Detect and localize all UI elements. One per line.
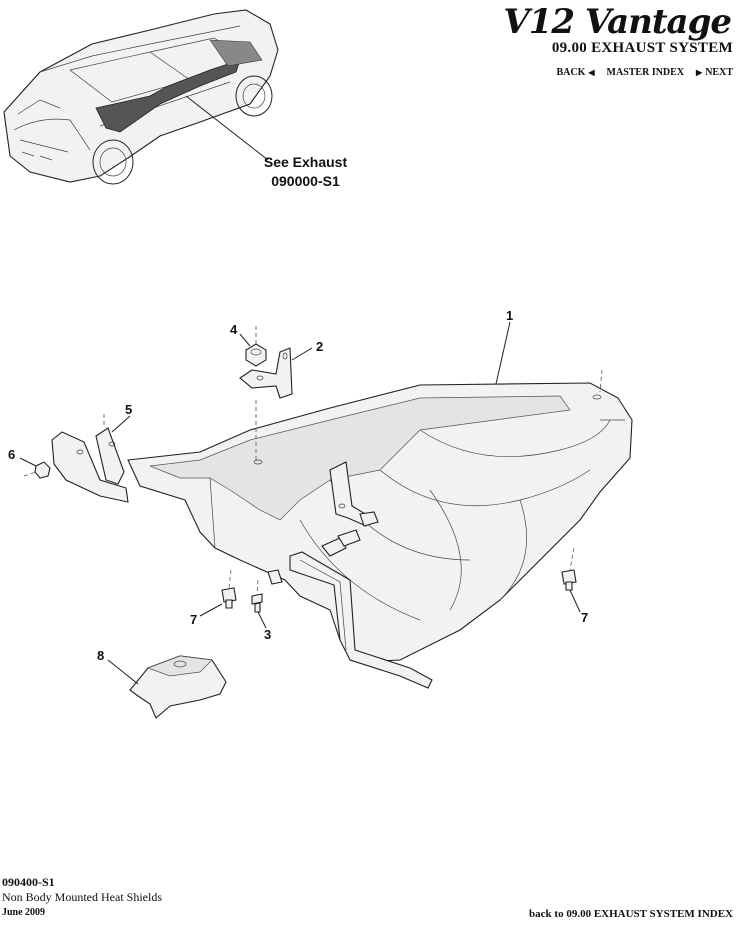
part-label-5: 5	[125, 402, 133, 417]
part-label-6: 6	[8, 447, 16, 462]
triangle-left-icon: ◀	[588, 68, 595, 77]
heat-shield-main	[127, 382, 633, 663]
back-link[interactable]: BACK ◀	[556, 67, 594, 78]
section-title: 09.00 EXHAUST SYSTEM	[551, 40, 733, 56]
back-to-index-link[interactable]: back to 09.00 EXHAUST SYSTEM INDEX	[529, 908, 733, 920]
left-bracket	[51, 427, 129, 503]
footer-info: 090400-S1 Non Body Mounted Heat Shields …	[2, 875, 162, 920]
shield-fasteners	[267, 511, 379, 585]
part-label-4: 4	[230, 322, 238, 337]
document-title: Non Body Mounted Heat Shields	[2, 890, 162, 904]
exhaust-reference-callout: See Exhaust 090000-S1	[253, 153, 358, 191]
nut-part-6	[34, 461, 51, 479]
document-code: 090400-S1	[2, 875, 55, 889]
car-overview-illustration	[3, 9, 279, 185]
triangle-right-icon: ▶	[696, 68, 703, 77]
callout-line-2: 090000-S1	[271, 173, 340, 189]
next-link[interactable]: ▶ NEXT	[696, 67, 733, 78]
bracket-part-2	[239, 347, 293, 399]
master-index-label: MASTER INDEX	[606, 67, 685, 78]
master-index-link[interactable]: MASTER INDEX	[607, 67, 685, 78]
back-label: BACK	[556, 67, 586, 78]
callout-line-1: See Exhaust	[263, 154, 348, 170]
next-label: NEXT	[705, 67, 733, 78]
bolt-part-7-right	[561, 569, 577, 591]
brand-logo: V12 Vantage	[503, 2, 732, 42]
part-label-7-right: 7	[581, 610, 589, 625]
bolt-part-3	[251, 593, 263, 613]
document-date: June 2009	[2, 907, 46, 918]
part-label-3: 3	[264, 627, 272, 642]
part-label-1: 1	[506, 308, 514, 323]
nav-bar: BACK ◀ MASTER INDEX ▶ NEXT	[556, 67, 733, 78]
nut-part-4	[245, 343, 267, 367]
rear-bracket	[289, 551, 433, 689]
bolt-part-7-left	[221, 587, 237, 609]
part-label-7-left: 7	[190, 612, 198, 627]
part-label-2: 2	[316, 339, 324, 354]
part-label-8: 8	[97, 648, 105, 663]
heat-shield-part-8	[129, 655, 227, 719]
